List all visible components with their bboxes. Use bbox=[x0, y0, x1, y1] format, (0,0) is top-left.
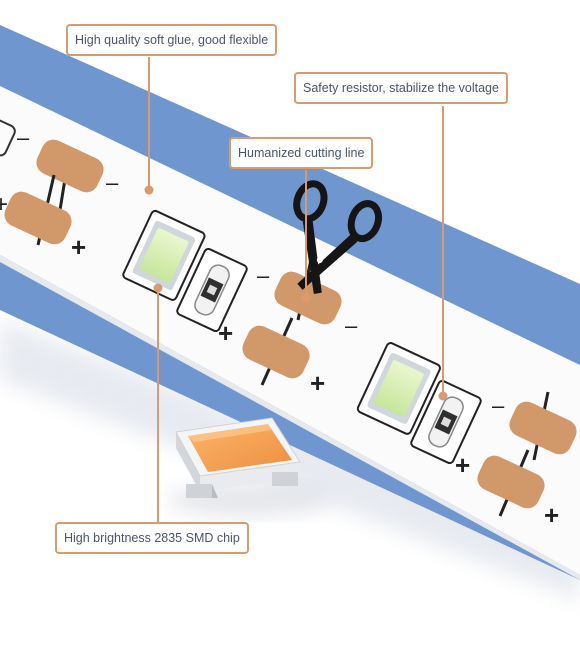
cut-segment-left: – – + + bbox=[0, 111, 119, 262]
solder-pad bbox=[242, 325, 310, 379]
polarity-minus: – bbox=[257, 263, 270, 288]
resistor-icon bbox=[410, 379, 482, 465]
smd-chip-illustration bbox=[168, 417, 328, 516]
polarity-minus: – bbox=[345, 313, 358, 338]
solder-pad bbox=[4, 191, 72, 245]
led-chip-icon bbox=[122, 209, 206, 301]
callout-cutting-line: Humanized cutting line bbox=[229, 137, 374, 169]
polarity-plus: + bbox=[71, 232, 86, 262]
polarity-minus: – bbox=[492, 393, 505, 418]
solder-pad bbox=[477, 455, 545, 509]
polarity-plus: + bbox=[218, 318, 233, 348]
led-chip-icon bbox=[356, 342, 441, 435]
solder-pad bbox=[36, 139, 104, 193]
scissors-icon bbox=[293, 180, 383, 295]
strip-edge bbox=[0, 255, 580, 580]
polarity-minus: – bbox=[106, 170, 119, 195]
callout-soft-glue: High quality soft glue, good flexible bbox=[66, 24, 278, 56]
polarity-plus: + bbox=[455, 450, 470, 480]
callout-smd-chip: High brightness 2835 SMD chip bbox=[55, 522, 249, 554]
polarity-minus: – bbox=[17, 125, 30, 150]
solder-pad bbox=[509, 401, 577, 455]
callout-safety-resistor: Safety resistor, stabilize the voltage bbox=[294, 72, 508, 104]
polarity-plus: + bbox=[544, 500, 559, 530]
polarity-plus: + bbox=[310, 368, 325, 398]
resistor-icon bbox=[176, 247, 248, 333]
cut-segment-right: – + + bbox=[455, 391, 577, 530]
polarity-plus: + bbox=[0, 191, 8, 218]
callout-leaders bbox=[144, 57, 448, 522]
